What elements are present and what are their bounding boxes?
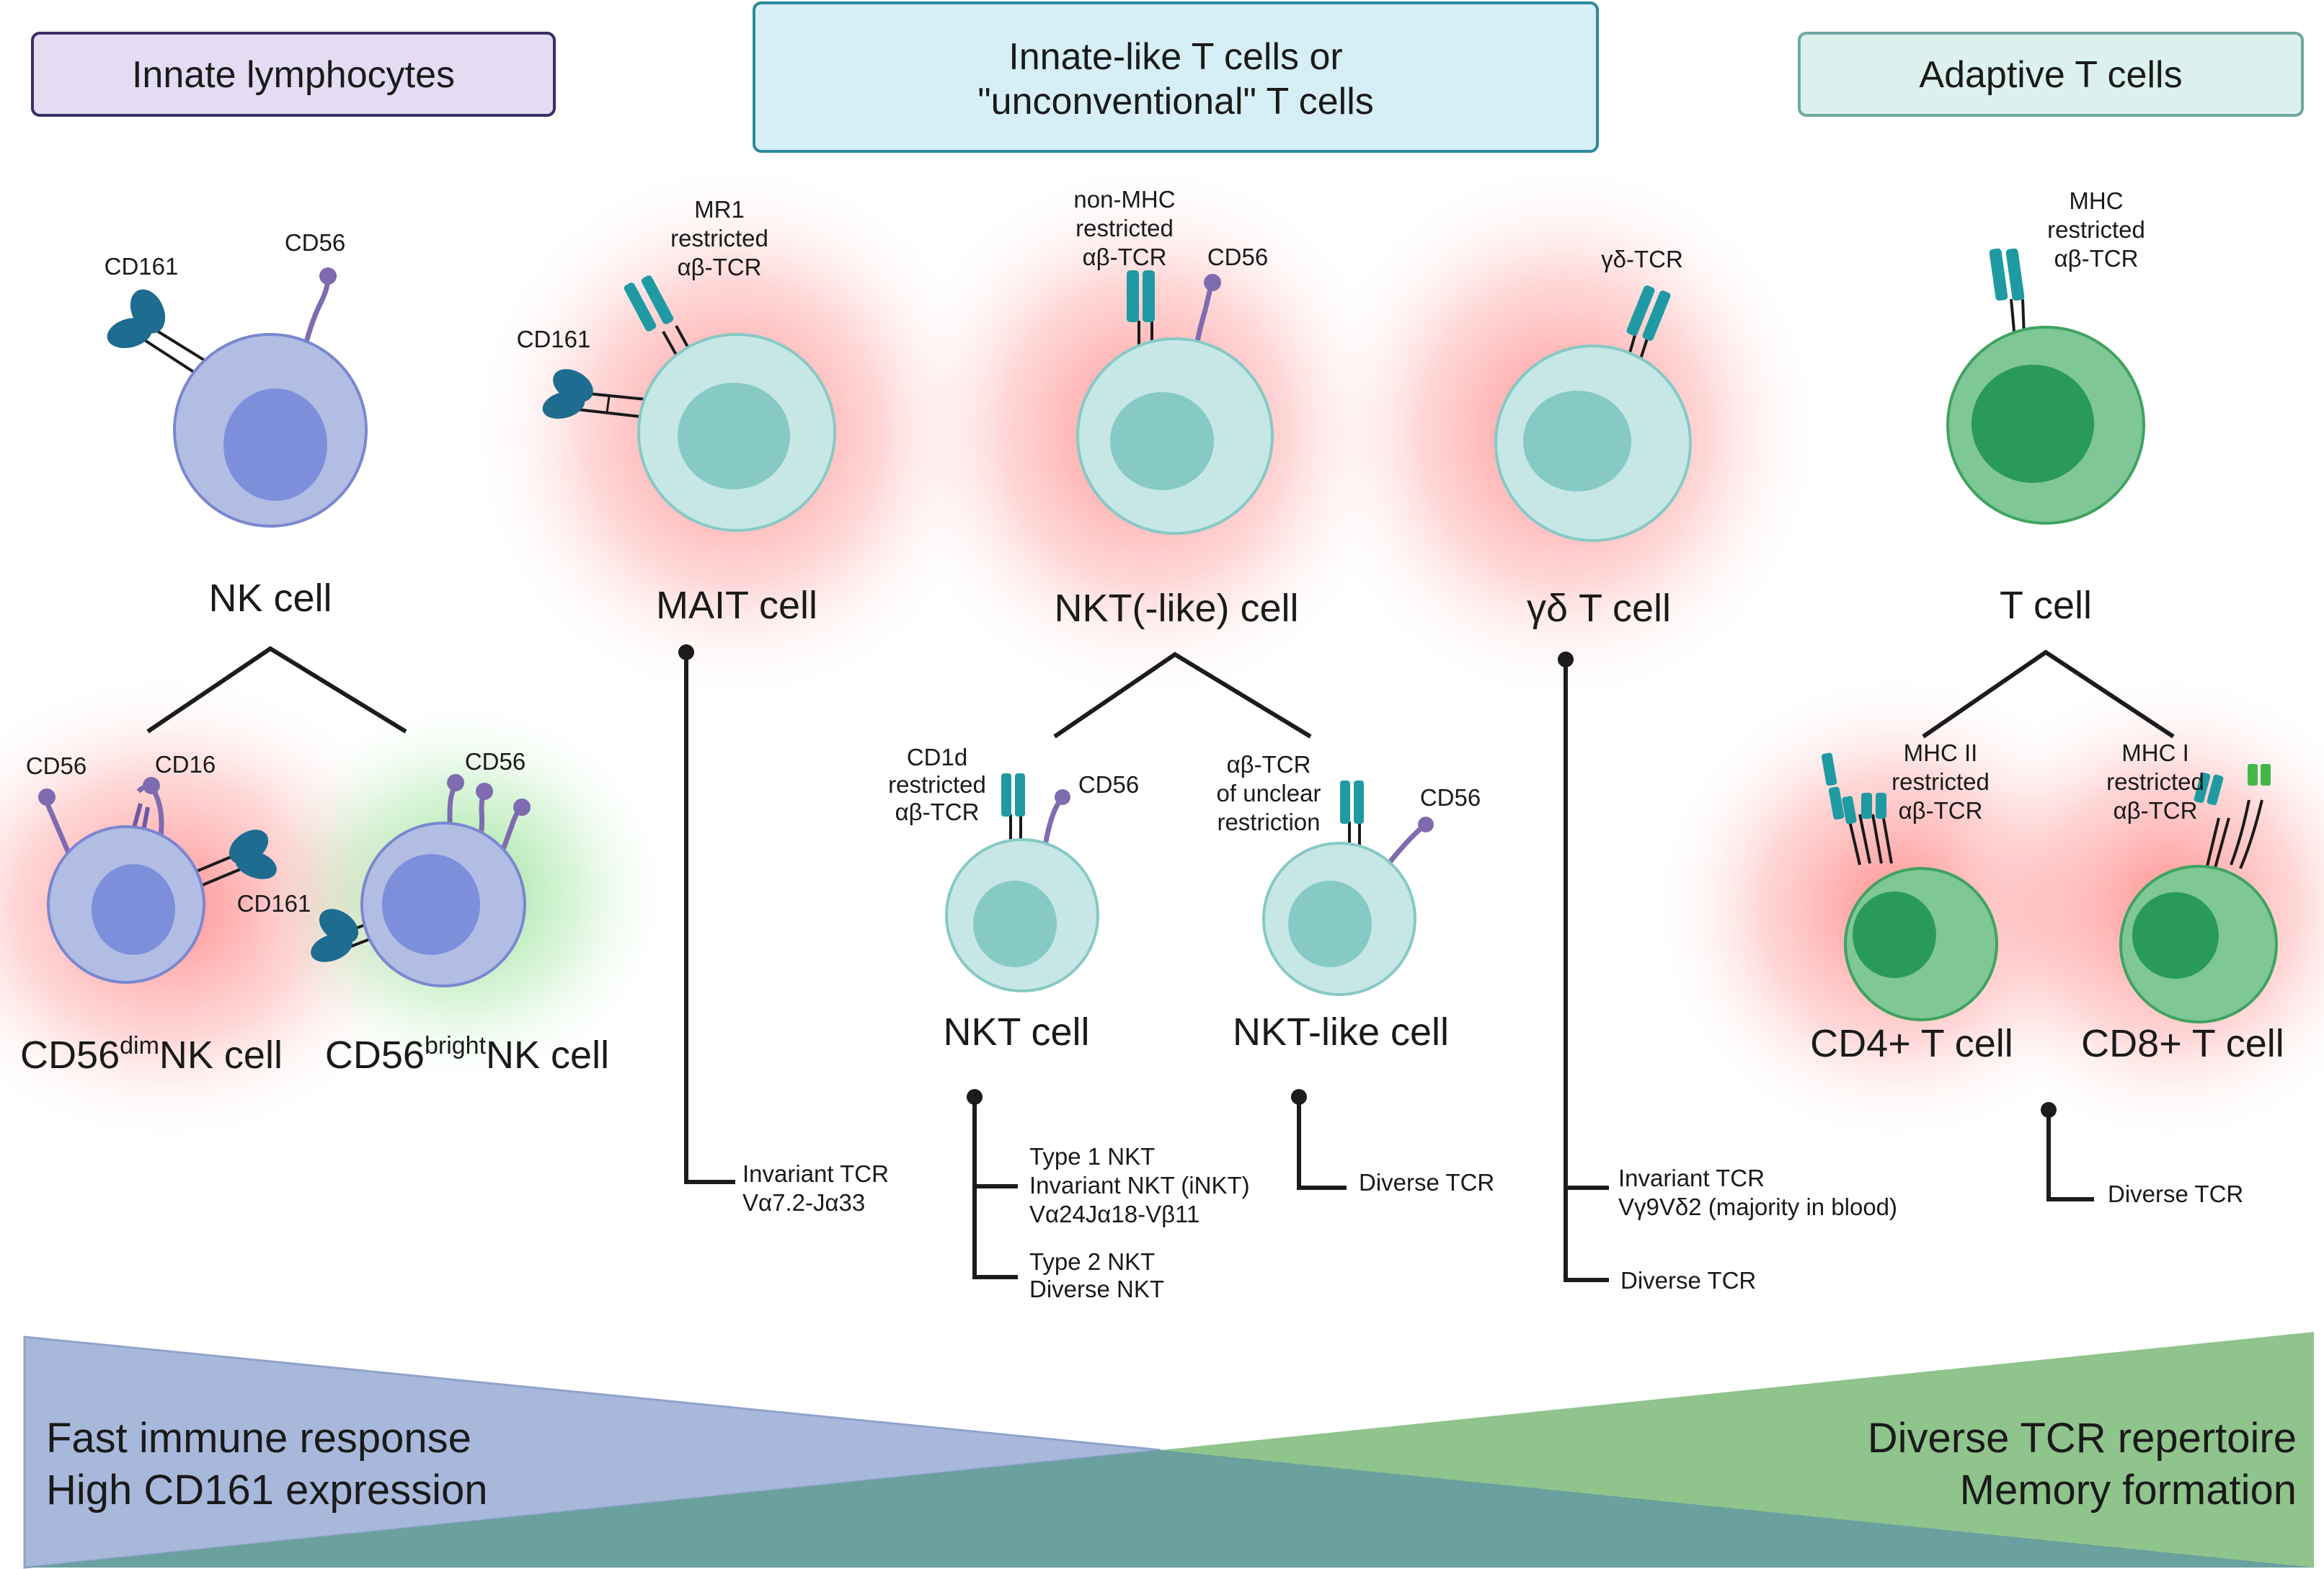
cd4-t-cell: MHC II restricted αβ-TCR CD4+ T cell <box>1810 739 2013 1065</box>
t-branch-connector <box>1922 649 2175 739</box>
nkt-cell: CD1d restricted αβ-TCR CD56 NKT cell <box>888 744 1139 1054</box>
gd-note-line2: Vγ9Vδ2 (majority in blood) <box>1618 1194 1897 1220</box>
nk-cd161-label: CD161 <box>105 253 179 280</box>
header-adaptive: Adaptive T cells <box>1798 32 2304 117</box>
nkt-tcr-line3: αβ-TCR <box>895 799 980 825</box>
tcr-receptor-icon <box>1821 752 1893 866</box>
gradient-left-line1: Fast immune response <box>46 1415 471 1462</box>
nkt-tcr-line2: restricted <box>888 771 986 798</box>
cd56dim-nk-cell: CD56 CD16 CD161 CD56dimNK cell <box>20 751 311 1077</box>
nkt-tcr-line1: CD1d <box>907 744 967 770</box>
nktlike-tcr-line3: restriction <box>1217 809 1320 835</box>
nkt-group-cd56-label: CD56 <box>1207 244 1268 270</box>
gradient-right-line2: Memory formation <box>1960 1467 2297 1514</box>
cd8-t-cell: MHC I restricted αβ-TCR CD8+ T cell <box>2081 739 2284 1065</box>
nktlike-tcr-line2: of unclear <box>1217 780 1321 806</box>
gd-t-cell: γδ-TCR γδ T cell <box>1494 246 1692 630</box>
t-tcr-line2: restricted <box>2047 216 2145 243</box>
t-tcr-line1: MHC <box>2069 187 2123 214</box>
nkt-type1-line1: Type 1 NKT <box>1029 1143 1155 1170</box>
response-gradient: Fast immune response High CD161 expressi… <box>23 1332 2314 1569</box>
nkt-group-cell-name: NKT(-like) cell <box>1054 587 1298 630</box>
t-cell: MHC restricted αβ-TCR T cell <box>1946 187 2145 627</box>
cd56bright-cd56-label: CD56 <box>465 748 525 775</box>
t-tcr-line3: αβ-TCR <box>2054 245 2139 272</box>
nk-cell-name: NK cell <box>208 577 332 620</box>
nktlike-cell-name: NKT-like cell <box>1233 1010 1449 1054</box>
mait-note-line1: Invariant TCR <box>742 1160 889 1187</box>
nkt-cell-name: NKT cell <box>943 1010 1089 1054</box>
cd4-tcr-line1: MHC II <box>1904 739 1978 766</box>
cd56dim-cd161-label: CD161 <box>237 890 311 917</box>
tcr-receptor-icon <box>1340 781 1364 856</box>
cd4-cell-name: CD4+ T cell <box>1810 1022 2013 1065</box>
header-innate: Innate lymphocytes <box>31 32 556 117</box>
nkt-branch-connector <box>1053 652 1312 739</box>
gd-diverse-note: Diverse TCR <box>1620 1267 1756 1294</box>
tcr-receptor-icon <box>2194 764 2271 876</box>
cd8-note: Diverse TCR <box>2108 1181 2243 1207</box>
cd161-receptor-icon <box>542 369 653 419</box>
nkt-type1-line2: Invariant NKT (iNKT) <box>1029 1172 1250 1199</box>
nkt-group-tcr-line1: non-MHC <box>1073 186 1175 213</box>
mait-tcr-line3: αβ-TCR <box>678 254 762 280</box>
gd-tcr-bracket: Invariant TCR Vγ9Vδ2 (majority in blood)… <box>1558 652 1897 1294</box>
cd56dim-cd56-label: CD56 <box>26 752 87 779</box>
gd-cell-name: γδ T cell <box>1527 587 1671 630</box>
nk-branch-connector <box>146 646 407 734</box>
cd56-receptor-icon <box>38 788 75 863</box>
gradient-left-line2: High CD161 expression <box>46 1467 488 1514</box>
t-cell-name: T cell <box>2000 584 2092 627</box>
cd56dim-name: CD56dimNK cell <box>20 1032 283 1077</box>
nkt-type2-line1: Type 2 NKT <box>1029 1248 1155 1275</box>
mait-cell-name: MAIT cell <box>656 584 817 627</box>
cd56bright-nk-cell: CD56 CD56brightNK cell <box>311 748 609 1077</box>
header-adaptive-text: Adaptive T cells <box>1919 54 2182 96</box>
nkt-group-tcr-line3: αβ-TCR <box>1083 244 1167 270</box>
mait-note-line2: Vα7.2-Jα33 <box>742 1189 865 1216</box>
nktlike-cd56-label: CD56 <box>1420 784 1481 811</box>
header-innate-text: Innate lymphocytes <box>132 54 455 96</box>
header-innate-like: Innate-like T cells or "unconventional" … <box>753 1 1599 153</box>
cd56-receptor-icon <box>1385 817 1434 867</box>
mait-tcr-line2: restricted <box>670 225 768 252</box>
header-innate-like-line1: Innate-like T cells or <box>1008 36 1342 78</box>
mait-tcr-bracket: Invariant TCR Vα7.2-Jα33 <box>678 644 889 1216</box>
nkt-like-group-cell: non-MHC restricted αβ-TCR CD56 NKT(-like… <box>1054 186 1298 630</box>
cd8-tcr-line3: αβ-TCR <box>2114 797 2198 824</box>
nk-cell: CD161 CD56 NK cell <box>105 229 368 620</box>
cd56dim-cd16-label: CD16 <box>155 751 216 778</box>
gd-tcr-label: γδ-TCR <box>1601 246 1683 272</box>
nkt-group-tcr-line2: restricted <box>1075 215 1174 241</box>
nktlike-tcr-bracket: Diverse TCR <box>1291 1089 1494 1196</box>
nktlike-note: Diverse TCR <box>1359 1169 1494 1196</box>
header-innate-like-line2: "unconventional" T cells <box>977 81 1374 123</box>
nk-cd56-label: CD56 <box>285 229 345 256</box>
tcr-receptor-icon <box>1989 248 2026 339</box>
gradient-right-line1: Diverse TCR repertoire <box>1868 1415 2297 1462</box>
mait-cd161-label: CD161 <box>517 326 591 352</box>
cd8-cell-name: CD8+ T cell <box>2081 1022 2284 1065</box>
mait-tcr-line1: MR1 <box>694 196 745 223</box>
tcr-receptor-icon <box>1001 773 1025 849</box>
tcr-receptor-icon <box>624 275 698 368</box>
gd-note-line1: Invariant TCR <box>1618 1165 1765 1191</box>
cd56-receptor-icon <box>300 267 337 357</box>
cd56bright-name: CD56brightNK cell <box>325 1032 609 1077</box>
nkt-type1-line3: Vα24Jα18-Vβ11 <box>1029 1201 1199 1227</box>
cd4-tcr-line3: αβ-TCR <box>1899 797 1983 824</box>
cd8-tcr-line2: restricted <box>2106 768 2204 795</box>
nktlike-cell: αβ-TCR of unclear restriction CD56 NKT-l… <box>1217 751 1481 1054</box>
cd8-tcr-bracket: Diverse TCR <box>2041 1102 2243 1207</box>
cd8-tcr-line1: MHC I <box>2121 739 2189 766</box>
nkt-tcr-bracket: Type 1 NKT Invariant NKT (iNKT) Vα24Jα18… <box>967 1089 1250 1302</box>
mait-cell: MR1 restricted αβ-TCR CD161 MAIT cell <box>517 196 836 627</box>
cd56-receptor-icon <box>1041 789 1070 855</box>
nkt-cd56-label: CD56 <box>1078 771 1139 798</box>
nktlike-tcr-line1: αβ-TCR <box>1227 751 1311 778</box>
cd4-tcr-line2: restricted <box>1891 768 1990 795</box>
nkt-type2-line2: Diverse NKT <box>1029 1276 1164 1302</box>
